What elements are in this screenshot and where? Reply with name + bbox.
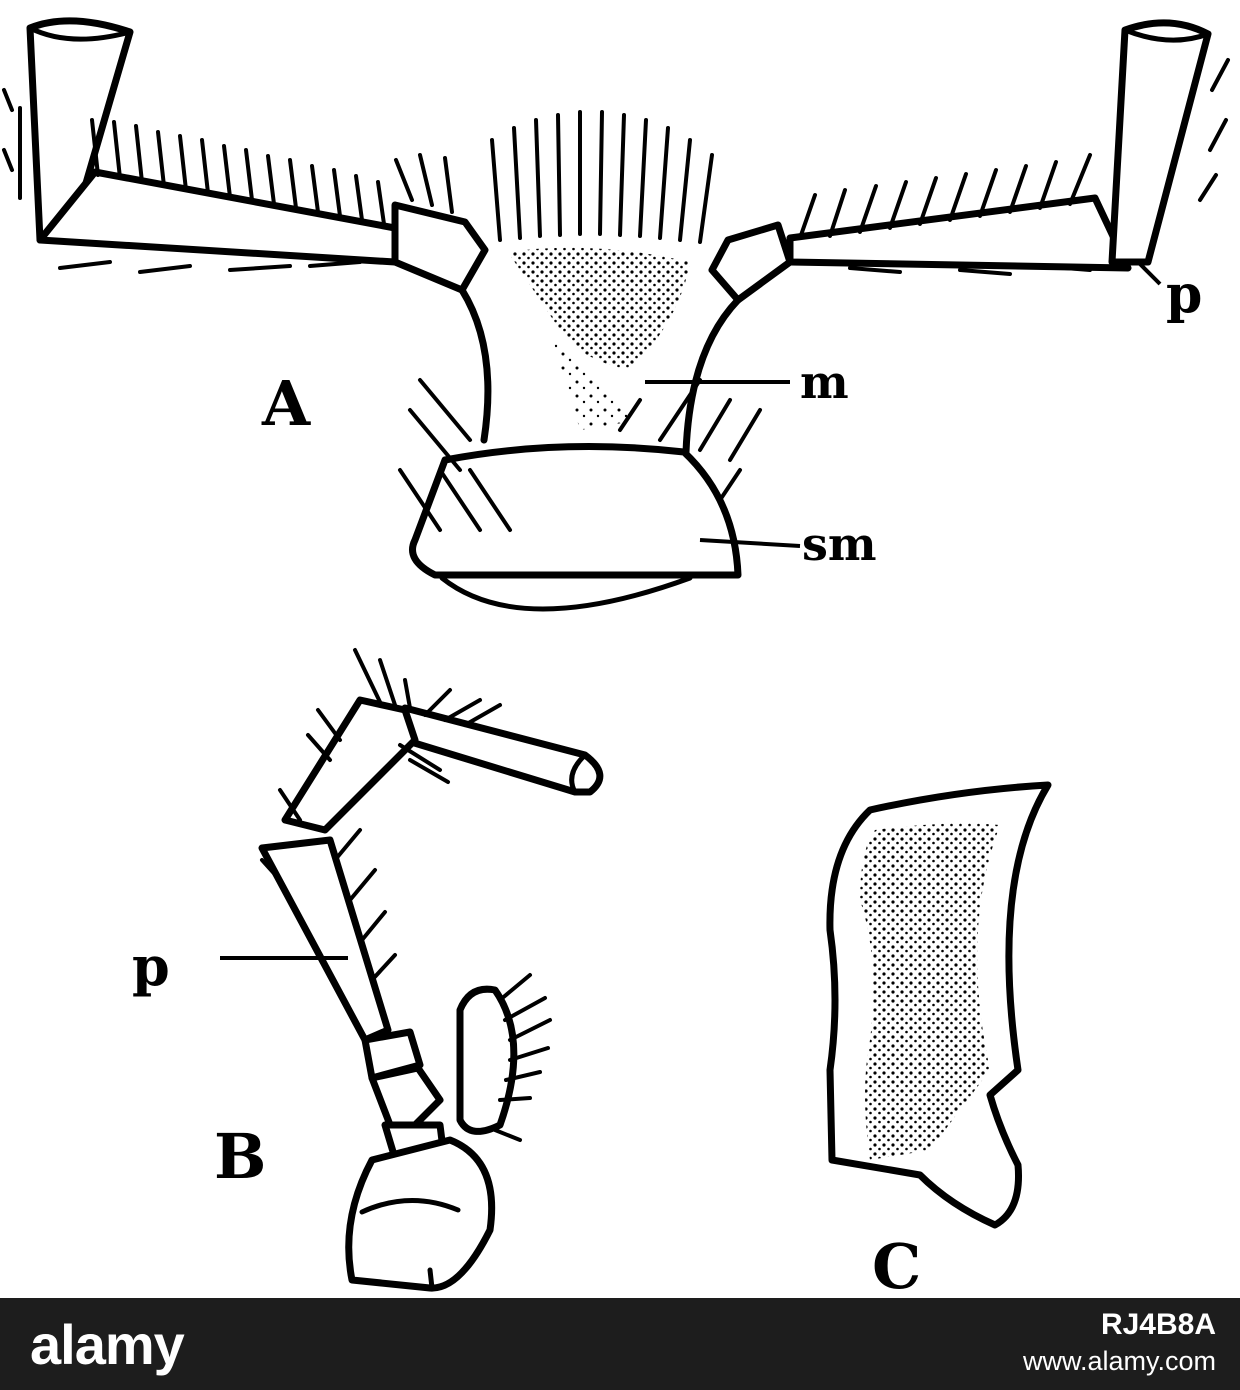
site-url[interactable]: www.alamy.com: [1022, 1346, 1216, 1376]
figure-a-leader-lines: [645, 260, 1162, 548]
label-figure-c: C: [872, 1230, 921, 1298]
figure-b-maxilla: [258, 696, 604, 1292]
figure-b-setae: [260, 648, 552, 1142]
brand-logo: alamy: [30, 1313, 185, 1376]
mentum-stipple-light: [550, 330, 640, 430]
figure-a-labium: [18, 17, 1212, 612]
label-submentum: sm: [802, 517, 877, 571]
stock-image-id: RJ4B8A: [1100, 1308, 1216, 1341]
label-figure-b: B: [214, 1120, 266, 1193]
label-palp-a: p: [1166, 264, 1202, 325]
label-figure-a: A: [261, 367, 311, 440]
label-mentum: m: [800, 355, 849, 409]
mandible-stipple: [860, 823, 1000, 1160]
mentum-stipple: [508, 247, 690, 370]
label-palp-b: p: [132, 934, 170, 998]
figure-a-setae: [2, 58, 1230, 532]
specimen-illustration: A m sm p p B C: [2, 17, 1230, 1298]
watermark-footer: alamy RJ4B8A www.alamy.com: [0, 1298, 1240, 1390]
